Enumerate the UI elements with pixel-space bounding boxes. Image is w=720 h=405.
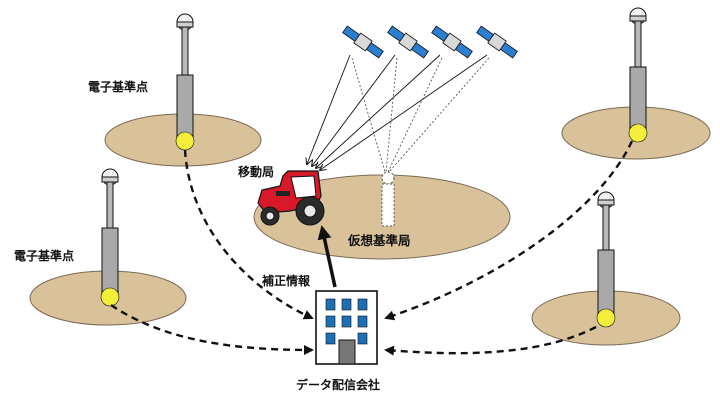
satellite-icon xyxy=(342,25,384,59)
satellite-icon xyxy=(476,25,518,59)
satellite-signal-lines xyxy=(307,54,488,170)
correction-info-arrow xyxy=(317,225,337,288)
label-mobile-station: 移動局 xyxy=(238,164,274,179)
virtual-signal-lines xyxy=(351,57,490,173)
tractor-icon xyxy=(257,170,325,226)
satellite-icon xyxy=(431,25,473,59)
office-building-icon xyxy=(315,290,378,365)
antenna-pole-icon xyxy=(596,191,616,328)
antenna-pole-icon xyxy=(175,13,195,151)
label-reference-station-top: 電子基準点 xyxy=(88,79,148,94)
label-data-distributor: データ配信会社 xyxy=(296,377,380,392)
data-flow-arrows xyxy=(110,140,634,356)
virtual-antenna-icon xyxy=(381,171,395,227)
label-virtual-reference-station: 仮想基準局 xyxy=(347,233,411,248)
satellite-icon xyxy=(387,25,429,59)
label-reference-station-left: 電子基準点 xyxy=(14,248,74,263)
antenna-pole-icon xyxy=(100,168,120,307)
label-correction-info: 補正情報 xyxy=(261,273,311,288)
antenna-pole-icon xyxy=(628,7,648,143)
